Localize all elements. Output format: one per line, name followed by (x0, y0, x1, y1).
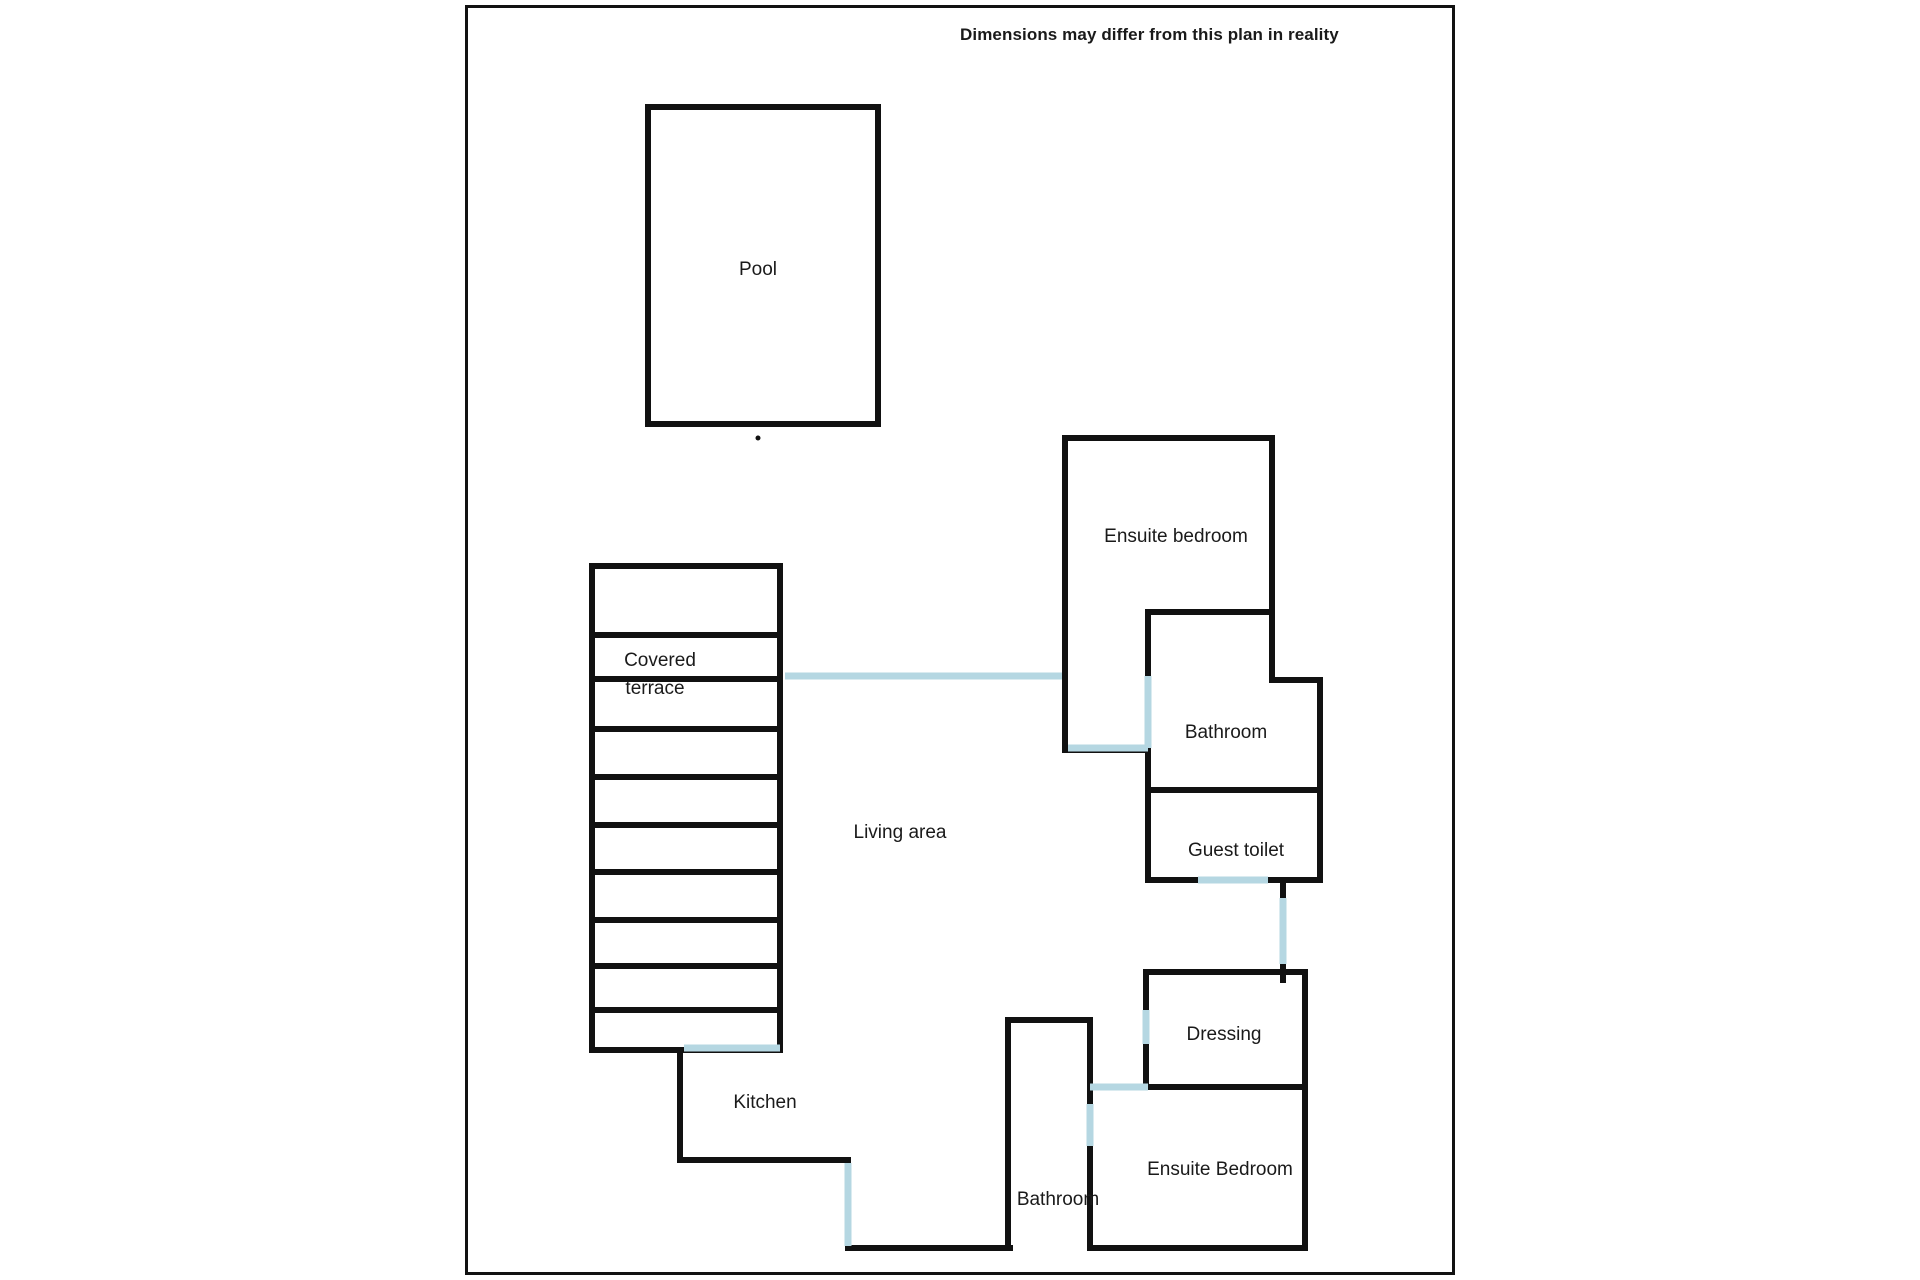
label-dressing: Dressing (1187, 1024, 1262, 1045)
bathroom-upper-wall (1145, 609, 1323, 883)
label-kitchen: Kitchen (733, 1092, 796, 1113)
label-living-area: Living area (854, 822, 947, 843)
kitchen-wall (589, 1047, 851, 1163)
label-guest-toilet: Guest toilet (1188, 840, 1285, 861)
ensuite-bedroom-upper-wall (1062, 435, 1275, 753)
pool-drain-dot (755, 435, 761, 441)
label-ensuite-bedroom-lower: Ensuite Bedroom (1147, 1159, 1293, 1180)
label-covered-terrace-line1: Covered (624, 650, 696, 671)
covered-terrace-outline (589, 563, 783, 1053)
label-bathroom-upper: Bathroom (1185, 722, 1267, 743)
room-label-group: Pool Covered terrace Living area Kitchen… (624, 259, 1293, 1210)
floor-plan-frame: Dimensions may differ from this plan in … (465, 5, 1455, 1275)
label-ensuite-bedroom-upper: Ensuite bedroom (1104, 526, 1248, 547)
bathroom-lower-wall (1005, 1017, 1093, 1251)
label-pool: Pool (739, 259, 777, 280)
pool-outline (645, 104, 881, 427)
label-covered-terrace-line2: terrace (625, 678, 684, 699)
label-bathroom-lower: Bathroom (1017, 1189, 1099, 1210)
door-group (684, 672, 1287, 1246)
plan-disclaimer-note: Dimensions may differ from this plan in … (960, 25, 1339, 44)
